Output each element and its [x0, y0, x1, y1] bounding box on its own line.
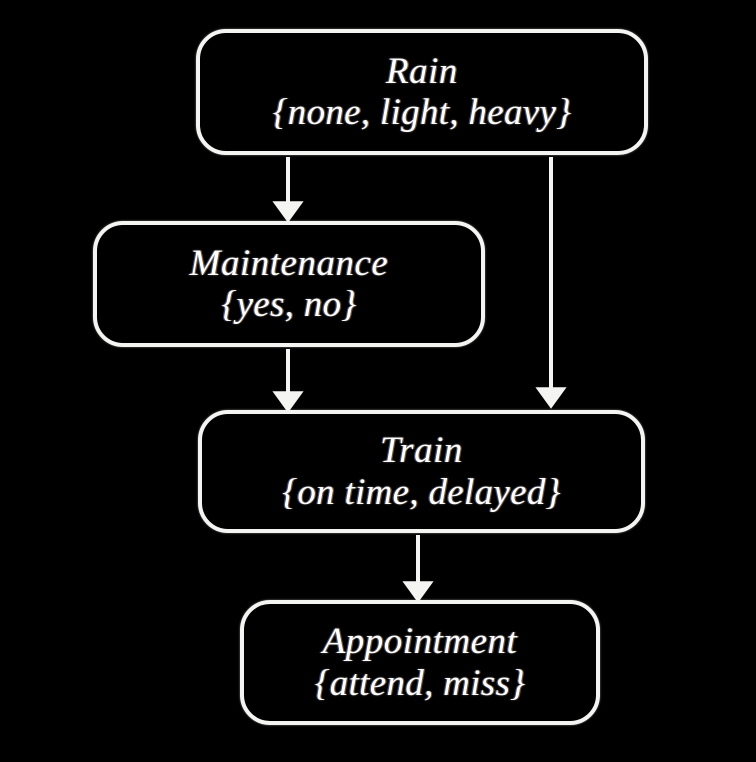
node-rain[interactable]: Rain {none, light, heavy} [196, 29, 648, 155]
node-rain-states: {none, light, heavy} [272, 92, 572, 133]
node-train-title: Train [380, 430, 463, 472]
node-rain-title: Rain [386, 50, 458, 92]
node-train-states: {on time, delayed} [282, 471, 561, 513]
node-maintenance-states: {yes, no} [221, 284, 357, 325]
node-appointment-title: Appointment [322, 621, 518, 663]
node-appointment-states: {attend, miss} [314, 662, 526, 704]
node-maintenance-title: Maintenance [189, 242, 389, 284]
node-maintenance[interactable]: Maintenance {yes, no} [93, 221, 485, 347]
node-train[interactable]: Train {on time, delayed} [198, 410, 645, 533]
node-appointment[interactable]: Appointment {attend, miss} [240, 600, 600, 725]
